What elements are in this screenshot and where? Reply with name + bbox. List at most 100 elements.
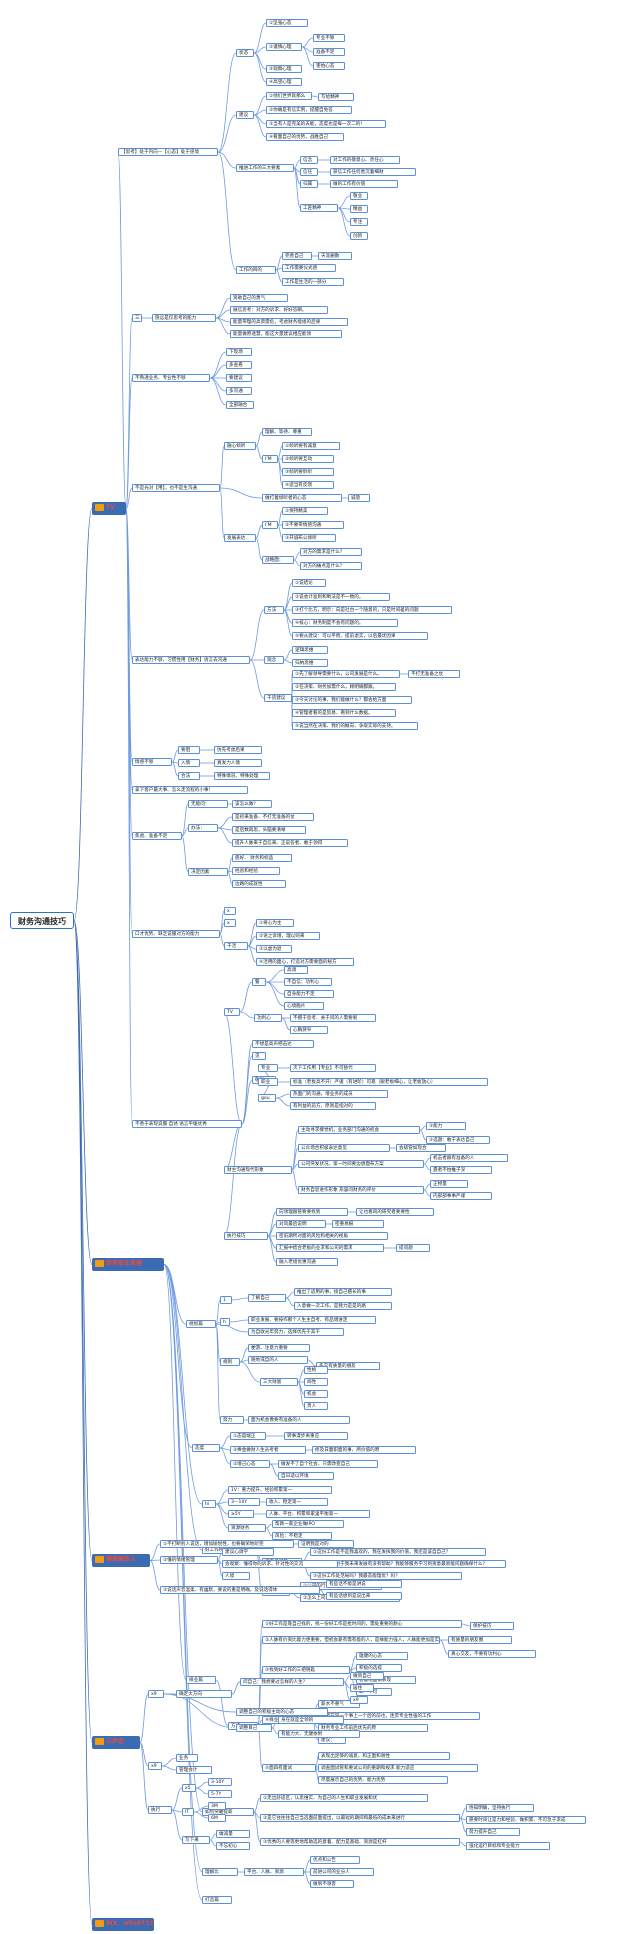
mindmap-node[interactable]: ③今天讨论的事，我们能做什么？都会给方面 — [292, 696, 412, 704]
mindmap-node[interactable]: 阅性 — [304, 1378, 328, 1386]
mindmap-node[interactable]: 融入老组优惠沟通 — [276, 1258, 338, 1266]
mindmap-node[interactable]: 焦虑、准备不足 — [132, 832, 182, 840]
mindmap-node[interactable]: 专注 — [350, 218, 368, 226]
mindmap-node[interactable]: ⑤要从建议：可以平稳、提前退实，以后最优因果 — [292, 632, 428, 640]
mindmap-node[interactable]: 表现出足够的诚意，和正面和谢性 — [318, 1752, 450, 1760]
mindmap-node[interactable]: 推出了适用的事，接自己擅长的事 — [294, 1288, 392, 1296]
mindmap-node[interactable]: 1V：重力提升、经验积累第一 — [228, 1486, 332, 1494]
mindmap-node[interactable]: 要阻 — [178, 746, 200, 754]
mindmap-node[interactable]: ③优秀的人要等更地帮助选的意着、配力是基础、资源是杠杆 — [260, 1838, 460, 1846]
mindmap-node[interactable]: ≥5Y — [228, 1510, 254, 1518]
mindmap-node[interactable]: 标准（老板高不开）严谨（有进阶）可靠（跟老板细心，让老板放心） — [290, 1078, 488, 1086]
mindmap-node[interactable]: 前进公司的业分人 — [310, 1868, 374, 1876]
mindmap-node[interactable]: 性格 — [304, 1366, 328, 1374]
mindmap-node[interactable]: ①好工作是靠自己找的，找一份好工作是抢时间的，需处重要的耐心 — [262, 1620, 462, 1628]
mindmap-node[interactable]: 逻辑思维 — [292, 646, 328, 654]
mindmap-node[interactable]: 不想是高声把击达 — [252, 1040, 314, 1048]
branch-b1[interactable]: TV — [92, 502, 126, 515]
mindmap-node[interactable]: 归纳思维 — [292, 659, 328, 667]
mindmap-node[interactable]: 做发不了自个社会，只需改变自己 — [278, 1460, 378, 1468]
mindmap-node[interactable]: ③倾听要聆听 — [282, 468, 334, 476]
mindmap-node[interactable]: ③找到好工作的三把钥匙 — [262, 1666, 350, 1674]
mindmap-node[interactable]: 多沟通 — [226, 387, 252, 395]
mindmap-node[interactable]: x — [224, 919, 236, 927]
mindmap-node[interactable]: 热面门的沟通，增业务的成员 — [290, 1090, 388, 1098]
mindmap-node[interactable]: 展信思考：对方的诉求、好好答瞬。 — [230, 306, 328, 314]
mindmap-node[interactable]: I'M — [262, 521, 278, 529]
mindmap-node[interactable]: 办法： — [188, 824, 218, 832]
mindmap-node[interactable]: 愿要时间让是力和经验、做积累、不可急于求成 — [466, 1816, 586, 1824]
mindmap-node[interactable]: 专业不够 — [313, 34, 345, 42]
mindmap-node[interactable]: 入意做一次工作，是我力是是的路 — [294, 1302, 392, 1310]
mindmap-node[interactable]: 不忘初心 — [216, 1842, 250, 1850]
mindmap-node[interactable]: 会级管如现合 — [396, 1144, 446, 1152]
mindmap-node[interactable]: 工作需要仪式感 — [282, 264, 336, 272]
mindmap-node[interactable]: 确定大方向 — [176, 1690, 232, 1698]
mindmap-node[interactable]: x9 — [350, 1696, 368, 1704]
mindmap-node[interactable]: ②在决策、财务加需什么，顾明确都跟。 — [292, 683, 396, 691]
mindmap-node[interactable]: 不擅于思考、关于问的人需要呢 — [290, 1014, 376, 1022]
mindmap-node[interactable]: ③开诚布公倾听 — [282, 534, 336, 542]
mindmap-node[interactable]: 职业 — [258, 1078, 278, 1086]
mindmap-node[interactable]: 能量做原透慧，能这大量建议相应能领 — [230, 330, 342, 338]
mindmap-node[interactable]: 信任 — [300, 168, 318, 176]
mindmap-node[interactable]: 理解、等待、尊重 — [262, 428, 312, 436]
mindmap-node[interactable]: ①这份工作是不是我喜欢的，我在发挥我的价值，我还是该自自己？ — [310, 1548, 486, 1556]
mindmap-node[interactable]: x9 — [148, 1762, 162, 1770]
mindmap-node[interactable]: 归属 — [300, 180, 318, 188]
mindmap-node[interactable]: 机击者跟有准备的人 — [430, 1154, 508, 1162]
mindmap-node[interactable]: 对方的需求是什么？ — [300, 548, 362, 556]
mindmap-node[interactable]: ④高望心理 — [266, 78, 302, 86]
mindmap-node[interactable]: 有能力大、无健依附 — [278, 1730, 360, 1738]
mindmap-node[interactable]: 真发力人情 — [214, 759, 262, 767]
mindmap-node[interactable]: 了解自己 — [248, 1294, 286, 1302]
mindmap-node[interactable]: 公众场合积极表达意见 — [298, 1144, 390, 1152]
branch-b3[interactable]: 情商高的人 — [92, 1554, 150, 1567]
mindmap-node[interactable]: ②倾听要互动 — [282, 455, 334, 463]
mindmap-node[interactable]: 执行 — [148, 1806, 172, 1814]
mindmap-node[interactable]: 观念 — [264, 656, 284, 664]
mindmap-node[interactable]: 随地或自的人 — [248, 1356, 308, 1364]
mindmap-node[interactable]: 三 — [132, 314, 142, 322]
mindmap-node[interactable]: 打造篇 — [202, 1896, 232, 1904]
mindmap-node[interactable]: 做打着倾听者的心态 — [262, 494, 342, 502]
mindmap-node[interactable]: 完善自己 — [282, 252, 312, 260]
mindmap-node[interactable]: I'M — [262, 455, 278, 463]
mindmap-node[interactable]: 资助自己的勇气 — [230, 294, 288, 302]
mindmap-node[interactable]: ④适当有反馈 — [282, 481, 334, 489]
mindmap-node[interactable]: 【思考】处于内向—【心态】处于逆境 — [118, 148, 218, 156]
mindmap-node[interactable]: 帮教一家企业做IPO — [272, 1520, 344, 1528]
mindmap-node[interactable]: 见 — [252, 1052, 266, 1060]
mindmap-node[interactable]: h — [220, 1318, 230, 1326]
mindmap-node[interactable]: 理解比 — [202, 1868, 238, 1876]
mindmap-node[interactable]: 写给精神 — [318, 93, 354, 101]
mindmap-node[interactable]: 对工作的敬意心、责任心 — [330, 156, 400, 164]
mindmap-node[interactable]: 3-10Y — [208, 1778, 232, 1786]
mindmap-node[interactable]: ①走出舒适区，认思维实、为自己的人生和职业发展和优 — [260, 1794, 428, 1802]
mindmap-node[interactable]: ②选题：敢于表达自己 — [426, 1136, 490, 1144]
mindmap-node[interactable]: ②谨慎心理 — [266, 43, 302, 51]
mindmap-node[interactable]: 梗游、注意力重要 — [248, 1344, 310, 1352]
mindmap-node[interactable]: 如何突破提薪 — [202, 1808, 254, 1816]
mindmap-node[interactable]: 拿下客户最大事、怎么走流程的小事！ — [132, 786, 248, 794]
mindmap-node[interactable]: ③说话声音温柔、有幽默，要说的重是明确，及说话得体 — [160, 1586, 320, 1594]
mindmap-node[interactable]: 方法 — [264, 606, 284, 614]
mindmap-node[interactable]: ②语之诉增，理以则来 — [256, 932, 320, 940]
mindmap-node[interactable]: ②人脉有价资比能力更重要，但机会靠有需有能的人，是缘能力强人，人脉能更加是实价格… — [262, 1636, 440, 1644]
mindmap-node[interactable]: 贵人 — [304, 1402, 328, 1410]
mindmap-node[interactable]: ②是它往往往自己当选面前面提出，以最短的期间和最低的成本来进行 — [260, 1814, 460, 1822]
mindmap-node[interactable]: 积极的选提 — [356, 1664, 402, 1672]
mindmap-node[interactable]: 调查面试管和重试公司的重期和规求 能力适应 — [318, 1764, 478, 1772]
mindmap-node[interactable]: 要建议 — [226, 374, 252, 382]
mindmap-node[interactable]: 特殊情况、特殊处理 — [214, 772, 270, 780]
mindmap-node[interactable]: ①说结论 — [292, 579, 326, 587]
mindmap-node[interactable]: 写下来 — [182, 1836, 210, 1844]
mindmap-node[interactable]: 做减量 — [216, 1830, 250, 1838]
mindmap-node[interactable]: 3M — [208, 1802, 226, 1810]
mindmap-node[interactable]: 工作是生活的一部分 — [282, 278, 344, 286]
mindmap-node[interactable]: 不是光对【用】，也不是生沟通 — [132, 484, 220, 492]
mindmap-node[interactable]: 密前期所对面的风险和相关的视角 — [276, 1232, 388, 1240]
mindmap-node[interactable]: 6M — [208, 1814, 226, 1822]
mindmap-node[interactable]: 害怕心态 — [313, 62, 345, 70]
mindmap-node[interactable]: 强化运行目标和专业能力 — [466, 1842, 550, 1850]
